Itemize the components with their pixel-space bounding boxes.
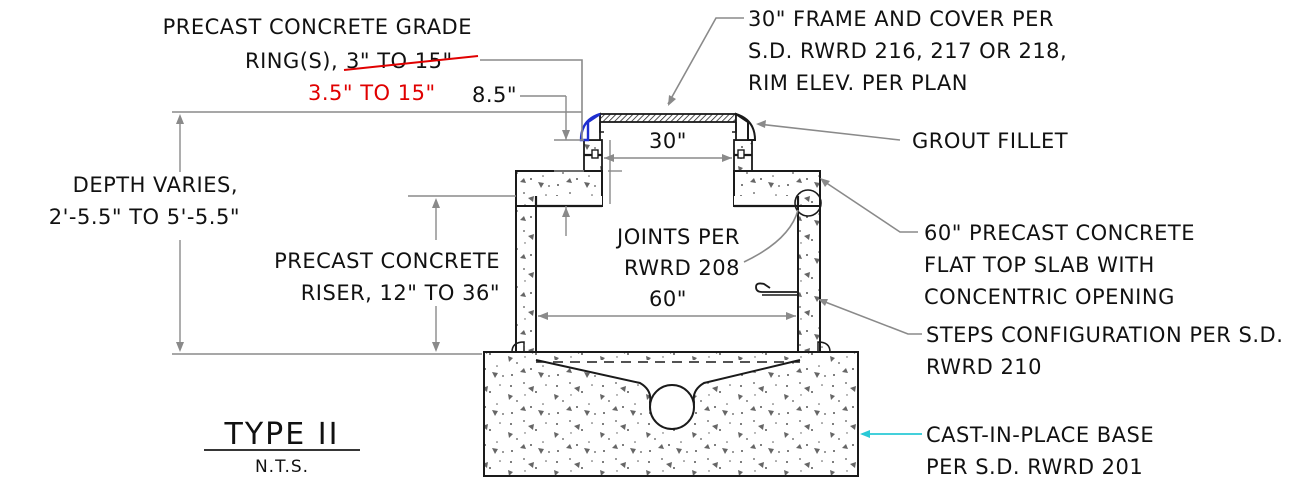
frame-line1: 30" FRAME AND COVER PER (748, 7, 1054, 31)
base-line2: PER S.D. RWRD 201 (926, 455, 1143, 479)
riser-line2: RISER, 12" TO 36" (301, 281, 500, 305)
frame-line3: RIM ELEV. PER PLAN (748, 71, 968, 95)
frame-and-cover (579, 112, 757, 142)
grout-fillet-left (579, 112, 601, 142)
type-title: TYPE II (224, 417, 340, 452)
slab-line3: CONCENTRIC OPENING (924, 285, 1175, 309)
joints-line1: JOINTS PER (615, 225, 740, 249)
cast-in-place-base (483, 341, 859, 477)
scale-note: N.T.S. (255, 457, 309, 477)
slab-note: 60" PRECAST CONCRETE FLAT TOP SLAB WITH … (924, 221, 1195, 309)
frame-note: 30" FRAME AND COVER PER S.D. RWRD 216, 2… (748, 7, 1067, 95)
joints-note: JOINTS PER RWRD 208 (615, 225, 740, 280)
grade-ring-height: 8.5" (472, 83, 517, 107)
grout-fillet-right (735, 113, 757, 141)
slab-line1: 60" PRECAST CONCRETE (924, 221, 1195, 245)
base-note: CAST-IN-PLACE BASE PER S.D. RWRD 201 (926, 423, 1154, 479)
dimensions (172, 96, 796, 355)
leaders (480, 17, 922, 438)
base-line1: CAST-IN-PLACE BASE (926, 423, 1154, 447)
steps-note: STEPS CONFIGURATION PER S.D. RWRD 210 (926, 323, 1283, 379)
precast-riser (515, 205, 821, 353)
frame-line2: S.D. RWRD 216, 217 OR 218, (748, 39, 1067, 63)
grout-fillet-label: GROUT FILLET (912, 129, 1068, 153)
flat-top-slab (515, 170, 822, 217)
depth-line1: DEPTH VARIES, (73, 173, 238, 197)
depth-note: DEPTH VARIES, 2'-5.5" TO 5'-5.5" (49, 173, 240, 229)
grade-ring-line1: PRECAST CONCRETE GRADE (163, 15, 472, 39)
manhole-step (755, 282, 798, 296)
riser-line1: PRECAST CONCRETE (274, 249, 500, 273)
opening-dimension: 30" (649, 129, 687, 153)
grade-ring-line2-prefix: RING(S), (245, 49, 338, 73)
joint-detail-circle (794, 189, 822, 217)
drawing-title: TYPE II N.T.S. (204, 417, 360, 477)
depth-line2: 2'-5.5" TO 5'-5.5" (49, 205, 240, 229)
steps-line2: RWRD 210 (926, 355, 1042, 379)
riser-note: PRECAST CONCRETE RISER, 12" TO 36" (274, 249, 500, 305)
grade-ring-revised-value: 3.5" TO 15" (308, 81, 436, 105)
riser-dimension: 60" (649, 287, 687, 311)
pipe-opening (649, 384, 695, 430)
steps-line1: STEPS CONFIGURATION PER S.D. (926, 323, 1283, 347)
joints-line2: RWRD 208 (624, 256, 740, 280)
slab-line2: FLAT TOP SLAB WITH (924, 253, 1155, 277)
grade-ring-note: PRECAST CONCRETE GRADE RING(S), 3" TO 15… (163, 15, 517, 107)
